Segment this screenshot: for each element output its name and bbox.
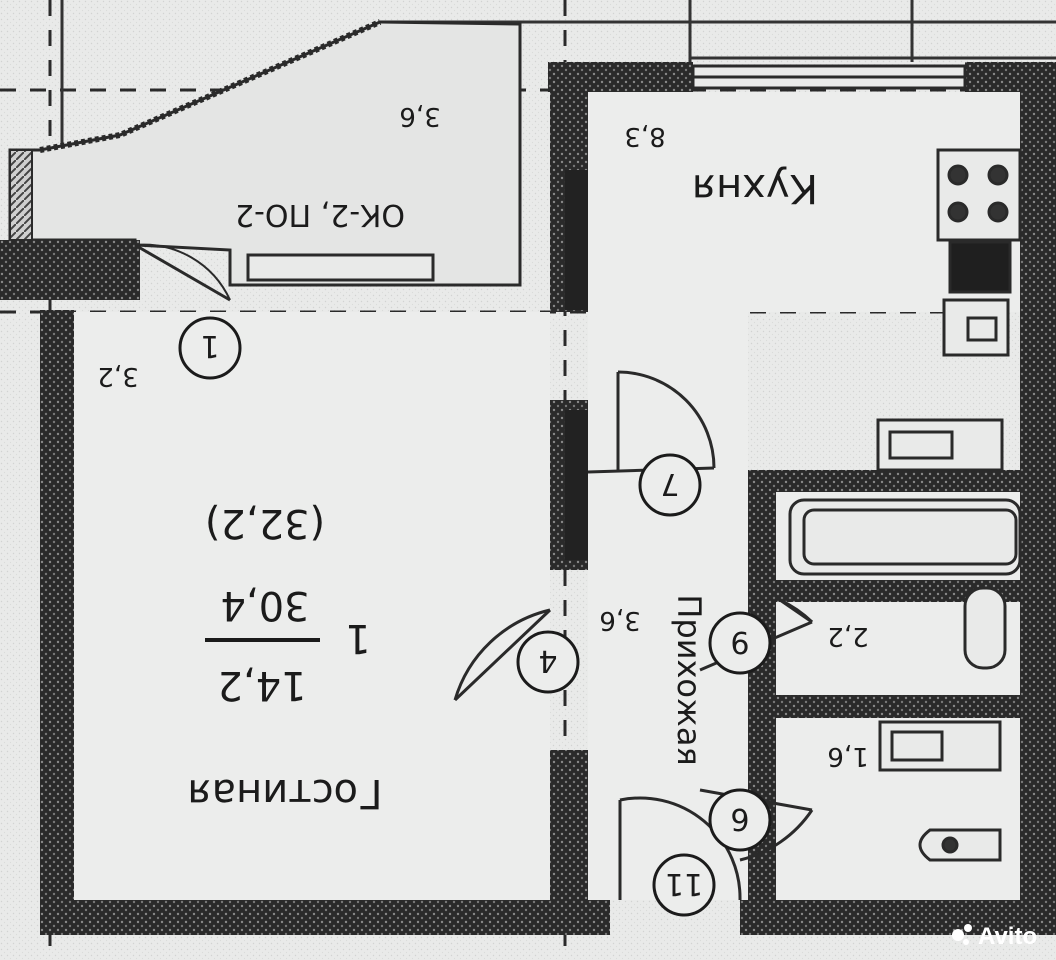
marker-11-label: 11 — [665, 866, 703, 901]
balcony-window-label: ОК-2, ПО-2 — [235, 197, 405, 232]
marker-6: 6 — [708, 788, 772, 852]
bath-area: 2,2 — [827, 621, 868, 651]
kitchen-area: 8,3 — [624, 121, 665, 151]
balcony — [8, 19, 522, 287]
balcony-area: 3,6 — [399, 101, 440, 131]
hallway-area: 3,6 — [599, 605, 640, 635]
marker-6-label: 6 — [730, 801, 749, 836]
marker-4-label: 4 — [538, 643, 557, 678]
kitchen-appliances — [936, 148, 1022, 357]
kitchen-window — [691, 64, 967, 90]
kitchen: Кухня 8,3 — [624, 121, 818, 211]
apartment-rooms-count: 1 — [345, 615, 370, 661]
living-room: Гостиная 1 14,2 30,4 (32,2) 3,2 — [97, 361, 382, 816]
living-room-name: Гостиная — [188, 770, 383, 816]
living-window-area: 3,2 — [97, 361, 138, 391]
hallway: Прихожая 3,6 — [599, 594, 708, 765]
marker-1-label: 1 — [200, 328, 219, 363]
toilet-area: 1,6 — [827, 741, 868, 771]
bath-fixtures — [788, 418, 1022, 862]
marker-4: 4 — [516, 630, 580, 694]
hallway-name: Прихожая — [670, 594, 708, 765]
balcony-door — [0, 240, 231, 302]
marker-9-label: 9 — [730, 624, 749, 659]
marker-9: 9 — [708, 611, 772, 675]
bathroom: 2,2 — [827, 621, 868, 651]
apartment-area-with-balcony: (32,2) — [205, 500, 325, 546]
marker-11: 11 — [652, 853, 716, 917]
balcony-labels: ОК-2, ПО-2 3,6 — [235, 101, 441, 232]
living-room-area: 14,2 — [217, 662, 306, 708]
top-grid — [60, 0, 1056, 150]
marker-1: 1 — [178, 316, 242, 380]
marker-7-label: 7 — [660, 466, 679, 501]
watermark-text: Avito — [978, 923, 1037, 950]
apartment-total-area: 30,4 — [220, 582, 309, 628]
avito-watermark: Avito — [952, 923, 1037, 950]
marker-7: 7 — [638, 453, 702, 517]
toilet: 1,6 — [827, 741, 868, 771]
kitchen-name: Кухня — [692, 165, 818, 211]
